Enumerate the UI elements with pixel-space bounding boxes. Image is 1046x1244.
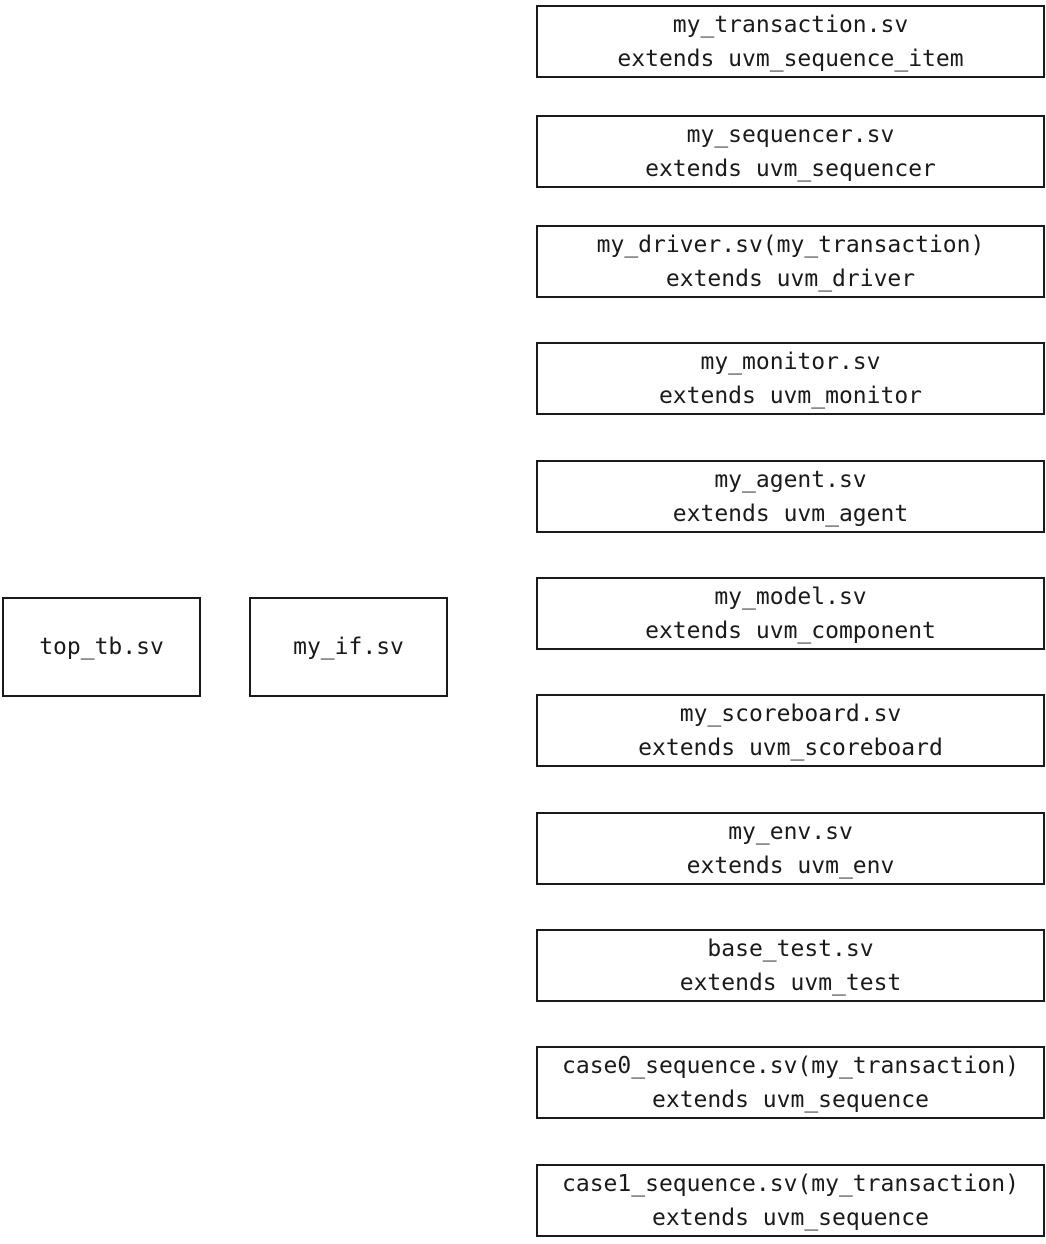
class-extends-label: extends uvm_component — [645, 617, 936, 644]
my-env-box: my_env.sv extends uvm_env — [536, 812, 1045, 885]
my-scoreboard-box: my_scoreboard.sv extends uvm_scoreboard — [536, 694, 1045, 767]
class-file-label: case1_sequence.sv(my_transaction) — [562, 1170, 1019, 1197]
class-file-label: my_transaction.sv — [672, 11, 909, 38]
class-extends-label: extends uvm_test — [679, 969, 902, 996]
my-if-box: my_if.sv — [249, 597, 448, 697]
class-extends-label: extends uvm_sequence — [652, 1086, 929, 1113]
class-file-label: my_scoreboard.sv — [679, 700, 902, 727]
base-test-box: base_test.sv extends uvm_test — [536, 929, 1045, 1002]
class-extends-label: extends uvm_sequencer — [645, 155, 936, 182]
my-sequencer-box: my_sequencer.sv extends uvm_sequencer — [536, 115, 1045, 188]
my-if-label: my_if.sv — [293, 634, 404, 660]
class-extends-label: extends uvm_sequence — [652, 1204, 929, 1231]
my-model-box: my_model.sv extends uvm_component — [536, 577, 1045, 650]
class-file-label: my_monitor.sv — [700, 348, 881, 375]
class-file-label: my_agent.sv — [714, 466, 867, 493]
case1-sequence-box: case1_sequence.sv(my_transaction) extend… — [536, 1164, 1045, 1237]
class-extends-label: extends uvm_sequence_item — [617, 45, 964, 72]
class-file-label: my_sequencer.sv — [686, 121, 895, 148]
class-extends-label: extends uvm_agent — [672, 500, 909, 527]
my-monitor-box: my_monitor.sv extends uvm_monitor — [536, 342, 1045, 415]
my-driver-box: my_driver.sv(my_transaction) extends uvm… — [536, 225, 1045, 298]
class-extends-label: extends uvm_env — [686, 852, 895, 879]
class-extends-label: extends uvm_monitor — [658, 382, 923, 409]
top-tb-box: top_tb.sv — [2, 597, 201, 697]
class-extends-label: extends uvm_scoreboard — [638, 734, 943, 761]
class-file-label: base_test.sv — [707, 935, 874, 962]
class-file-label: my_driver.sv(my_transaction) — [596, 231, 985, 258]
top-tb-label: top_tb.sv — [39, 634, 164, 660]
my-transaction-box: my_transaction.sv extends uvm_sequence_i… — [536, 5, 1045, 78]
class-file-label: my_env.sv — [728, 818, 853, 845]
class-extends-label: extends uvm_driver — [665, 265, 916, 292]
class-file-label: my_model.sv — [714, 583, 867, 610]
class-file-label: case0_sequence.sv(my_transaction) — [562, 1052, 1019, 1079]
case0-sequence-box: case0_sequence.sv(my_transaction) extend… — [536, 1046, 1045, 1119]
my-agent-box: my_agent.sv extends uvm_agent — [536, 460, 1045, 533]
